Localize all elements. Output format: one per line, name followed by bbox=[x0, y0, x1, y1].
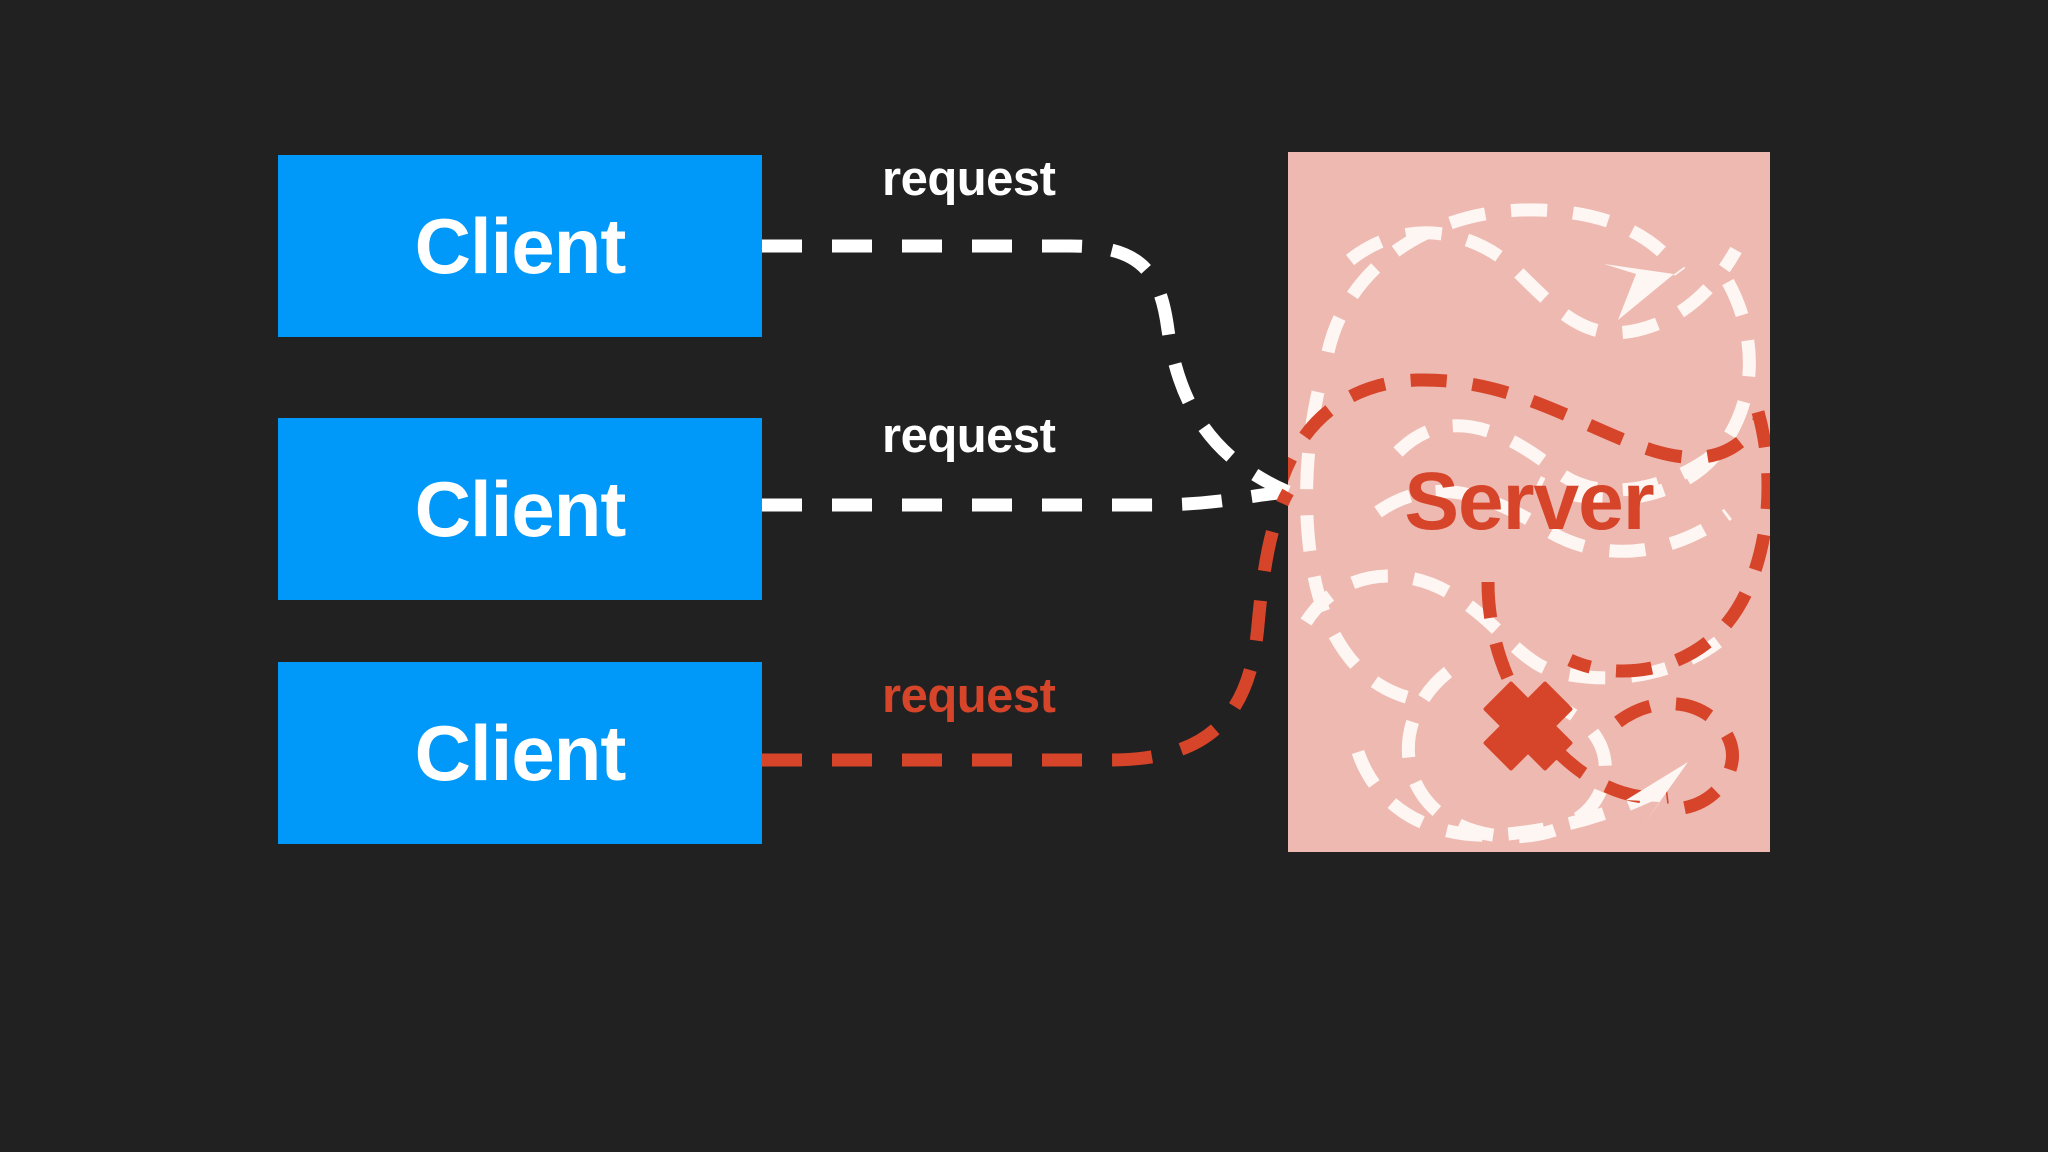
tangle-white-3 bbox=[1535, 278, 1756, 506]
client-node-label: Client bbox=[414, 709, 627, 797]
request-label-2: request bbox=[882, 409, 1056, 463]
route-arrowhead-top-icon bbox=[1604, 264, 1674, 320]
client-node-3[interactable]: Client bbox=[278, 662, 762, 844]
client-node-label: Client bbox=[414, 202, 627, 290]
connector-request-2 bbox=[762, 485, 1289, 512]
route-arrowhead-bottom-icon bbox=[1626, 762, 1688, 824]
request-label-3: request bbox=[882, 669, 1056, 723]
tangle-white-6 bbox=[1300, 390, 1420, 707]
client-node-2[interactable]: Client bbox=[278, 418, 762, 600]
tangle-white-2 bbox=[1345, 226, 1742, 340]
tangle-white-5 bbox=[1374, 484, 1732, 558]
tangle-white-1 bbox=[1321, 203, 1686, 354]
request-label-1: request bbox=[882, 152, 1056, 206]
tangle-red-1 bbox=[1288, 373, 1764, 483]
tangle-red-2 bbox=[1567, 410, 1770, 678]
tangle-red-4 bbox=[1614, 697, 1739, 815]
tangle-white-7 bbox=[1300, 569, 1722, 685]
client-node-label: Client bbox=[414, 465, 627, 553]
server-node[interactable]: Server bbox=[1288, 152, 1770, 852]
server-tangle-routes bbox=[1288, 203, 1770, 844]
server-error-x-icon bbox=[1483, 681, 1573, 771]
client-node-1[interactable]: Client bbox=[278, 155, 762, 337]
